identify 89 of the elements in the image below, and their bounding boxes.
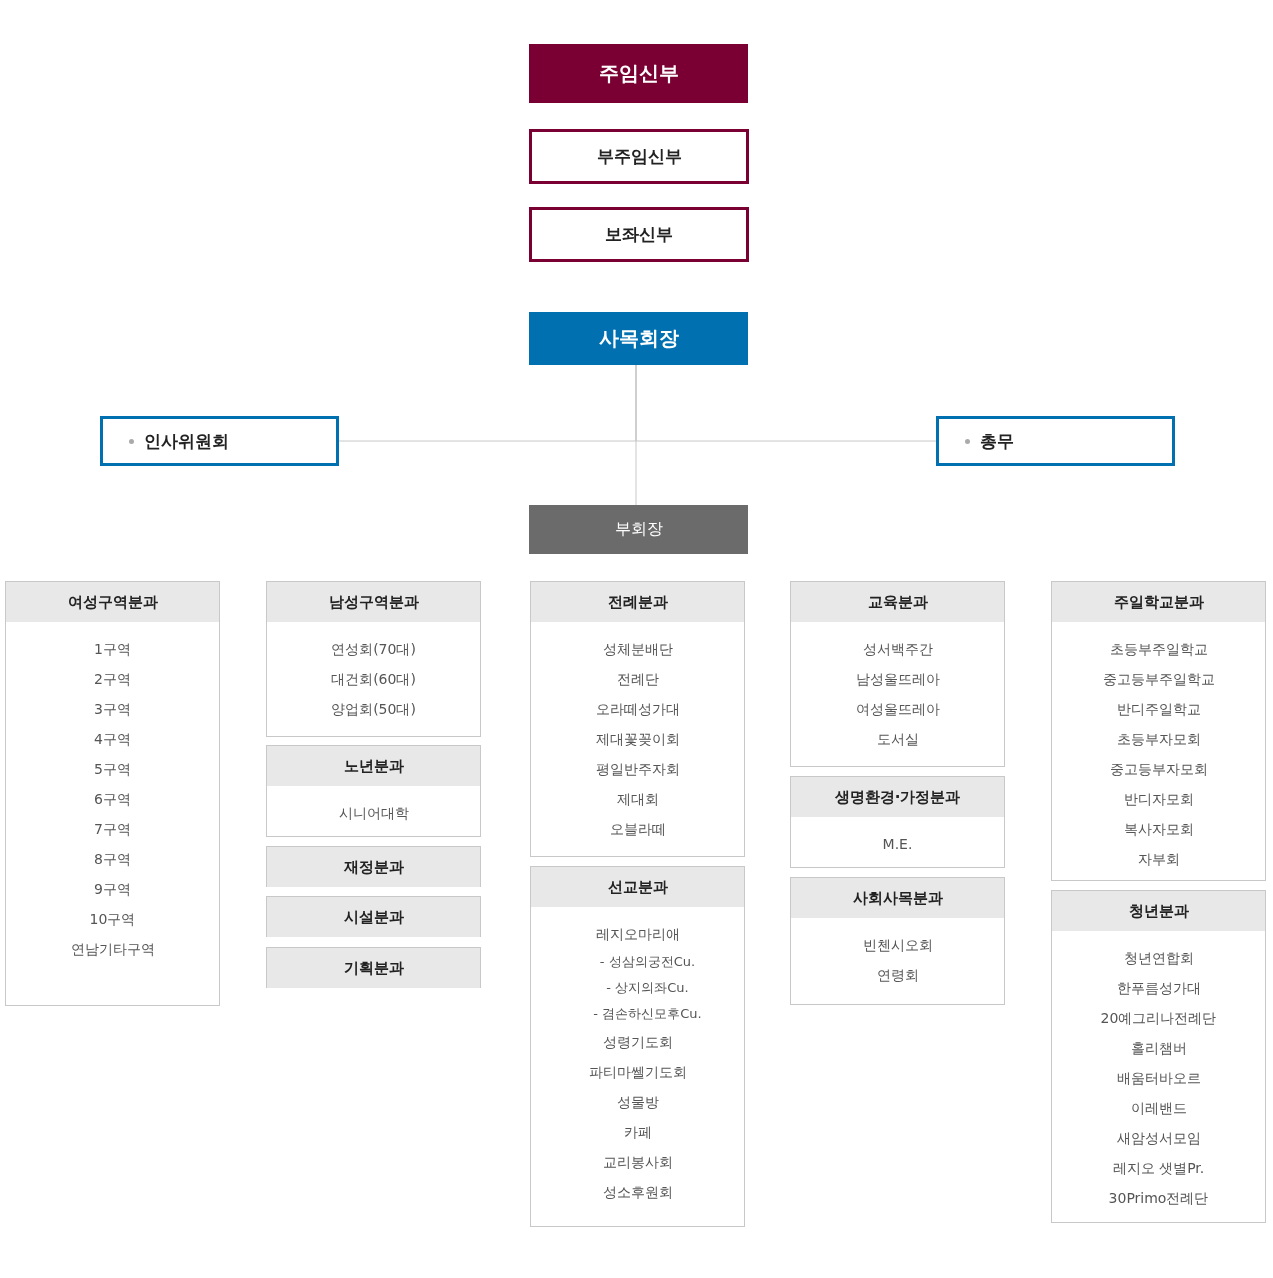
title-box: 보좌신부 [529,207,749,262]
item-text: 전례단 [616,670,659,689]
department-heading: 기획분과 [267,948,480,988]
item-text: 도서실 [876,730,919,749]
item-text: 파티마쎌기도회 [588,1063,687,1082]
item-text: 오블라떼 [609,820,666,839]
item-text: 한푸름성가대 [1116,979,1201,998]
item-text: 반디주일학교 [1116,700,1201,719]
item-text: 교리봉사회 [602,1153,673,1172]
connector-line [635,364,937,442]
department-card [530,581,745,857]
department-card [266,745,481,837]
item-text: 오라떼성가대 [595,700,680,719]
item-text: 9구역 [94,880,131,899]
item-text: 30Primo전례단 [1108,1189,1209,1208]
item-text: 제대꽃꽂이회 [595,730,680,749]
department-heading: 청년분과 [1052,891,1265,931]
department-card [266,581,481,737]
sub-item-text: - 상지의좌Cu. [606,979,689,997]
item-text: 양업회(50대) [331,700,416,719]
item-text: 반디자모회 [1123,790,1194,809]
department-card [530,866,745,1227]
title-box: 부주임신부 [529,129,749,184]
department-heading: 교육분과 [791,582,1004,622]
department-card [1051,581,1266,881]
item-text: 2구역 [94,670,131,689]
item-text: 초등부자모회 [1116,730,1201,749]
item-text: 남성울뜨레아 [855,670,940,689]
item-text: 연성회(70대) [331,640,416,659]
department-heading: 여성구역분과 [6,582,219,622]
item-text: 3구역 [94,700,131,719]
item-text: 20예그리나전례단 [1100,1009,1217,1028]
committee-box [936,416,1175,466]
item-text: 대건회(60대) [331,670,416,689]
department-card [790,877,1005,1005]
department-heading: 주일학교분과 [1052,582,1265,622]
title-box: 사목회장 [529,312,748,365]
item-text: 이레밴드 [1130,1099,1187,1118]
department-card [5,581,220,1006]
item-text: 초등부주일학교 [1109,640,1208,659]
department-heading: 생명환경·가정분과 [791,777,1004,817]
item-text: 성물방 [616,1093,659,1112]
item-text: 청년연합회 [1123,949,1194,968]
department-heading: 재정분과 [267,847,480,887]
item-text: 레지오 샛별Pr. [1112,1159,1205,1178]
item-text: 4구역 [94,730,131,749]
item-text: 시니어대학 [338,804,409,823]
item-text: 평일반주자회 [595,760,680,779]
item-text: 배움터바오르 [1116,1069,1201,1088]
committee-box [100,416,339,466]
item-text: 성령기도회 [602,1033,673,1052]
department-heading: 선교분과 [531,867,744,907]
committee-name: 총무 [980,429,1014,453]
item-text: 연령회 [876,966,919,985]
item-text: 성서백주간 [862,640,933,659]
item-text: 5구역 [94,760,131,779]
title-box: 부회장 [529,505,748,554]
item-text: 제대회 [616,790,659,809]
department-heading: 남성구역분과 [267,582,480,622]
title-box: 주임신부 [529,44,748,103]
sub-item-text: - 겸손하신모후Cu. [593,1005,702,1023]
item-text: 여성울뜨레아 [855,700,940,719]
department-card [790,776,1005,868]
item-text: 중고등부주일학교 [1102,670,1215,689]
department-heading: 노년분과 [267,746,480,786]
item-text: 6구역 [94,790,131,809]
item-text: 7구역 [94,820,131,839]
item-text: 복사자모회 [1123,820,1194,839]
item-text: 홀리챔버 [1130,1039,1187,1058]
item-text: M.E. [882,835,913,854]
item-text: 카페 [623,1123,652,1142]
item-text: 1구역 [94,640,131,659]
department-card [790,581,1005,767]
department-card [1051,890,1266,1223]
item-text: 8구역 [94,850,131,869]
department-heading: 사회사목분과 [791,878,1004,918]
item-text: 새암성서모임 [1116,1129,1201,1148]
item-text: 빈첸시오회 [862,936,933,955]
sub-item-text: - 성삼의궁전Cu. [599,953,696,971]
item-text: 연남기타구역 [70,940,155,959]
item-text: 레지오마리애 [595,925,680,944]
item-text: 성체분배단 [602,640,673,659]
item-text: 성소후원회 [602,1183,673,1202]
item-text: 중고등부자모회 [1109,760,1208,779]
item-text: 자부회 [1137,850,1180,869]
department-heading: 전례분과 [531,582,744,622]
department-heading: 시설분과 [267,897,480,937]
committee-name: 인사위원회 [144,429,229,453]
item-text: 10구역 [89,910,136,929]
